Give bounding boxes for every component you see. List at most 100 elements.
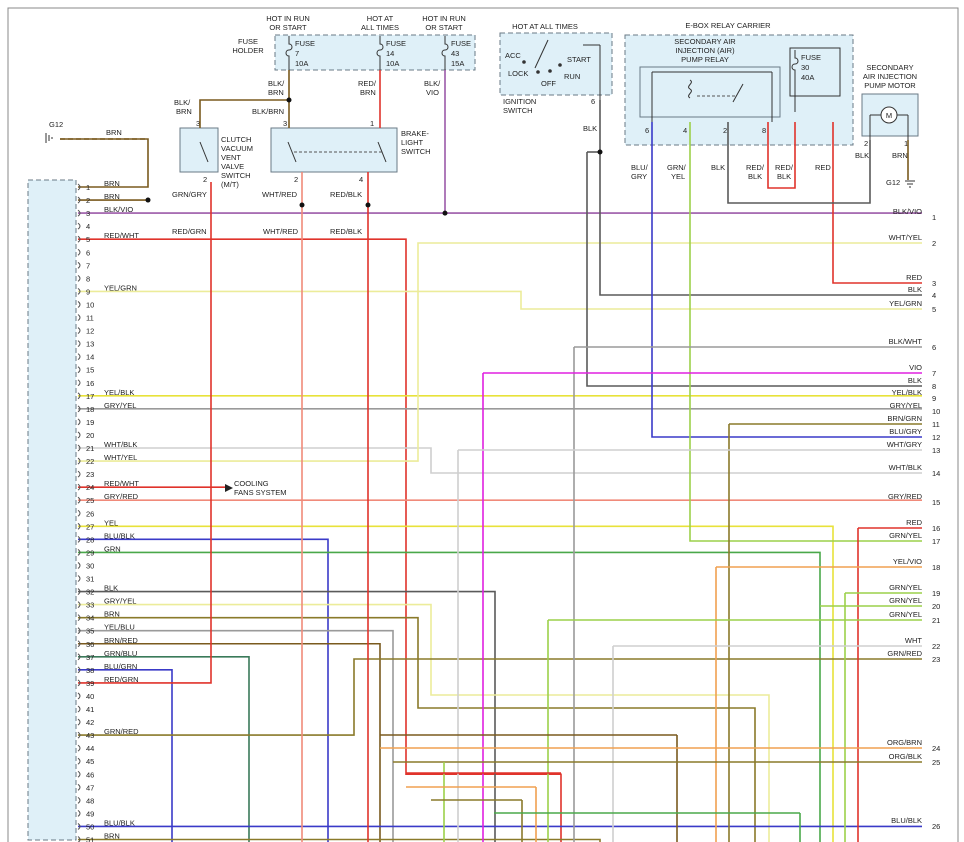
wire-color-label: VIO: [426, 88, 439, 97]
brake-pin-3: 3: [283, 119, 287, 128]
connector-pin-label: RED/WHT: [104, 479, 139, 488]
hot-label-1a: HOT IN RUN: [266, 14, 310, 23]
wire-grn-yel: [689, 122, 922, 542]
output-wire-label: BLU/BLK: [891, 816, 922, 825]
motor-label-1: SECONDARY: [866, 63, 913, 72]
clutch-label-6: (M/T): [221, 180, 239, 189]
pos-run: RUN: [564, 72, 580, 81]
connector-pin-number: 10: [86, 300, 94, 309]
ground-left-label: G12: [49, 120, 63, 129]
connector-pin-terminal: [77, 392, 81, 400]
connector-pin-number: 32: [86, 588, 94, 597]
connector-pin-terminal: [77, 796, 81, 804]
connector-pin-number: 48: [86, 796, 94, 805]
connector-pin-number: 27: [86, 522, 94, 531]
connector-pin-label: BRN: [104, 610, 120, 619]
brake-switch-box: [270, 127, 398, 173]
connector-pin-terminal: [77, 783, 81, 791]
fuse-30-label-2: 30: [801, 63, 809, 72]
output-number: 4: [932, 291, 936, 300]
fuse-30-frame: [789, 47, 841, 97]
brake-label-3: SWITCH: [401, 147, 431, 156]
wire-color-label: WHT/RED: [263, 227, 299, 236]
output-wire-label: RED: [906, 518, 922, 527]
connector-pin-terminal: [77, 562, 81, 569]
connector-pin-number: 35: [86, 627, 94, 636]
motor-leads: [869, 114, 909, 140]
output-wire-label: GRN/YEL: [889, 583, 922, 592]
relay-label-1: SECONDARY AIR: [674, 37, 736, 46]
wire-yel-grn: [78, 290, 922, 310]
wire-color-label: BLK/: [424, 79, 441, 88]
clutch-switch-blade: [199, 141, 209, 163]
output-wire-label: GRY/YEL: [890, 401, 922, 410]
motor-label-2: AIR INJECTION: [863, 72, 917, 81]
connector-pin-label: GRY/YEL: [104, 597, 136, 606]
wire-brn-51: [78, 838, 601, 842]
connector-pin-label: GRN/RED: [104, 727, 139, 736]
fuse-14-label-2: 14: [386, 49, 394, 58]
connector-pin-label: BLK: [104, 584, 118, 593]
output-number: 2: [932, 239, 936, 248]
wire-wht-blk: [78, 447, 922, 474]
ignition-hot-label: HOT AT ALL TIMES: [512, 22, 578, 31]
wire-brn-red: [78, 642, 381, 842]
connector-pin-number: 14: [86, 353, 94, 362]
wire-yel-blu: [78, 629, 394, 842]
cooling-fans-label-2: FANS SYSTEM: [234, 488, 287, 497]
pos-lock: LOCK: [508, 69, 528, 78]
connector-pin-number: 12: [86, 327, 94, 336]
clutch-label-5: SWITCH: [221, 171, 251, 180]
output-wire-label: ORG/BRN: [887, 738, 922, 747]
splice-dot: [365, 202, 371, 208]
splice-dot: [286, 97, 292, 103]
connector-pin-terminal: [77, 288, 81, 295]
connector-pin-number: 8: [86, 274, 90, 283]
lock-contact: [536, 70, 540, 74]
output-wire-label: GRY/RED: [888, 492, 923, 501]
connector-pin-label: GRY/RED: [104, 492, 139, 501]
relay-label-2: INJECTION (AIR): [675, 46, 735, 55]
connector-pin-terminal: [77, 588, 81, 595]
connector-pin-label: GRN: [104, 544, 121, 553]
connector-pin-number: 33: [86, 601, 94, 610]
connector-pin-terminal: [77, 823, 81, 830]
connector-pin-label: BRN: [104, 832, 120, 841]
output-number: 25: [932, 758, 940, 767]
brake-label-2: LIGHT: [401, 138, 424, 147]
acc-contact: [522, 60, 526, 64]
right-outputs-layer: BLK/VIO1WHT/YEL2RED3BLK4YEL/GRN5BLK/WHT6…: [887, 207, 941, 831]
connector-pin-number: 17: [86, 392, 94, 401]
ignition-switch-blade: [534, 39, 549, 69]
wire-color-label: BRN: [268, 88, 284, 97]
wire-grn-blu: [78, 656, 250, 842]
output-wire-label: GRN/RED: [887, 649, 922, 658]
connector-pin-number: 47: [86, 783, 94, 792]
output-number: 20: [932, 602, 940, 611]
connector-pin-terminal: [77, 535, 81, 543]
connector-pin-number: 25: [86, 496, 94, 505]
connector-pin-terminal: [77, 653, 81, 661]
output-number: 1: [932, 213, 936, 222]
brake-switch-blade-1: [287, 141, 297, 163]
hot-label-3a: HOT IN RUN: [422, 14, 466, 23]
connector-pin-label: RED/GRN: [104, 675, 139, 684]
connector-pin-number: 16: [86, 379, 94, 388]
connector-pin-label: GRN/BLU: [104, 649, 137, 658]
clutch-pin-3: 3: [196, 119, 200, 128]
off-contact: [548, 69, 552, 73]
clutch-switch-box: [179, 127, 219, 173]
connector-pin-terminal: [77, 522, 81, 530]
output-wire-label: GRN/YEL: [889, 610, 922, 619]
ecu-connector-block: [27, 179, 77, 841]
connector-pin-number: 36: [86, 640, 94, 649]
wire-blu-blk: [78, 538, 329, 842]
wire-blu-gry: [651, 122, 922, 438]
connector-pin-number: 20: [86, 431, 94, 440]
connector-pin-number: 19: [86, 418, 94, 427]
hot-label-2a: HOT AT: [367, 14, 394, 23]
connector-pin-number: 50: [86, 822, 94, 831]
output-number: 19: [932, 589, 940, 598]
